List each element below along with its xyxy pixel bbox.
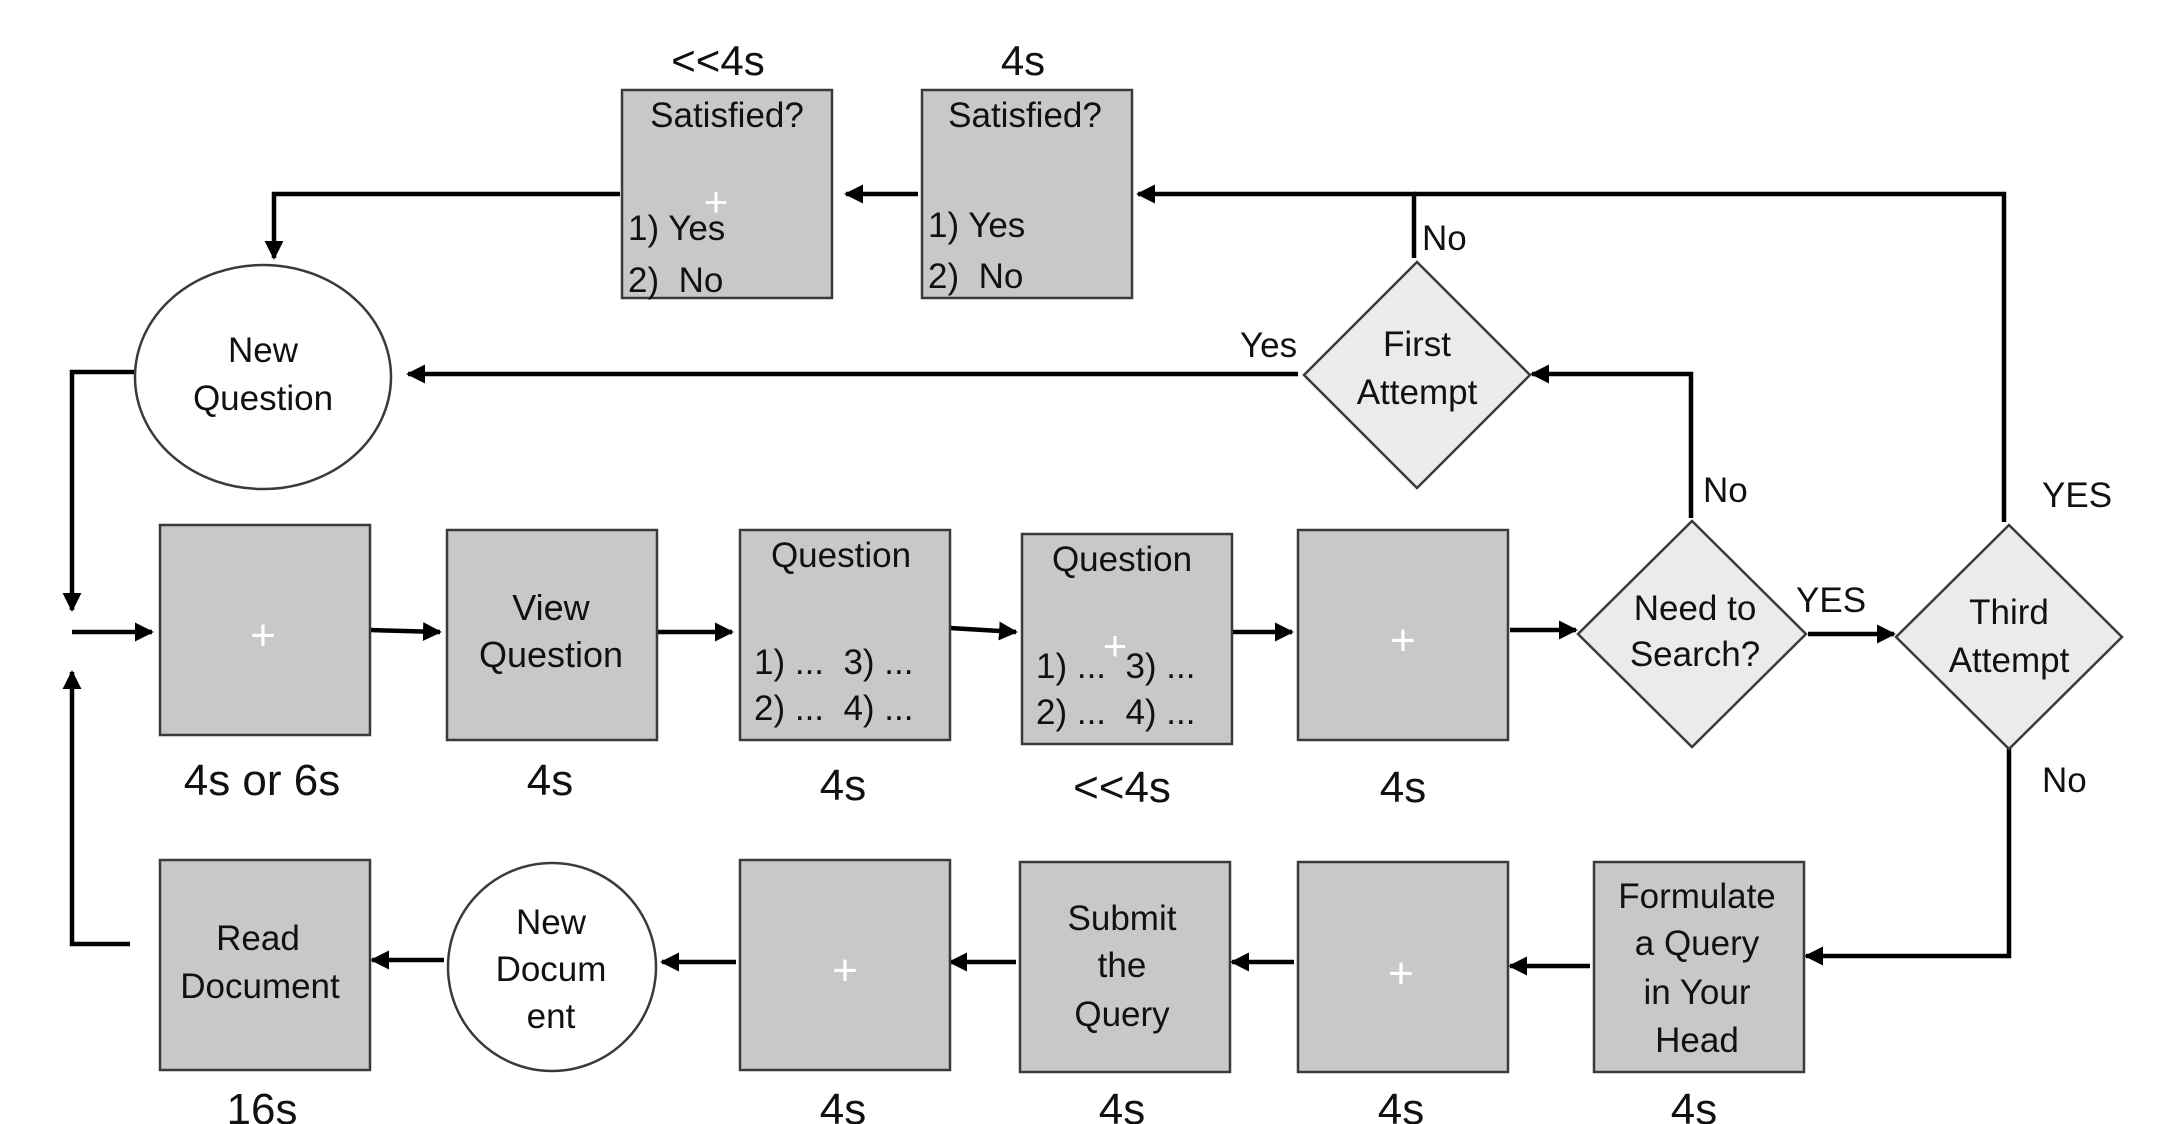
fixation2-time: 4s [1380,763,1426,812]
read-document-node: Read Document 16s [158,858,372,1124]
read-document-time: 16s [227,1085,298,1124]
formulate-query-line1: Formulate [1618,877,1776,916]
fixation1-time: 4s or 6s [184,756,341,805]
first-attempt-line1: First [1383,325,1451,364]
need-search-yes-label: YES [1796,581,1866,620]
formulate-query-line3: in Your [1643,973,1750,1012]
fixation2-node: + 4s [1296,528,1510,812]
satisfied-right-option-no: 2) No [928,257,1023,296]
fixation3-time: 4s [820,1085,866,1124]
view-question-line1: View [512,587,590,628]
read-document-line1: Read [216,919,300,958]
submit-query-time: 4s [1099,1085,1145,1124]
view-question-node: View Question 4s [445,528,659,805]
question2-row1: 1) ... 3) ... [1036,647,1195,686]
question2-row2: 2) ... 4) ... [1036,693,1195,732]
question1-title: Question [771,536,911,575]
new-document-line1: New [516,903,587,942]
submit-query-node: Submit the Query 4s [1018,860,1232,1124]
new-question-line1: New [228,331,299,370]
fixation4-node: + 4s [1296,860,1510,1124]
edge-need-search-no [1530,364,1694,518]
new-question-line2: Question [193,379,333,418]
first-attempt-line2: Attempt [1357,373,1478,412]
need-search-no-label: No [1703,471,1748,510]
view-question-line2: Question [479,634,623,675]
first-attempt-yes-label: Yes [1240,326,1297,365]
third-attempt-node: Third Attempt [1894,523,2124,751]
formulate-query-node: Formulate a Query in Your Head 4s [1592,860,1806,1124]
satisfied-left-node: Satisfied? + 1) Yes 2) No <<4s [620,37,834,300]
third-attempt-line2: Attempt [1949,641,2070,680]
satisfied-left-option-yes: 1) Yes [628,209,725,248]
edge-new-question-to-start [62,369,134,612]
submit-query-line2: the [1098,946,1147,985]
fixation4-time: 4s [1378,1085,1424,1124]
third-attempt-yes-label: YES [2042,476,2112,515]
satisfied-left-time: <<4s [671,37,764,84]
need-search-node: Need to Search? [1576,519,1808,749]
need-search-line2: Search? [1630,635,1760,674]
need-search-line1: Need to [1634,589,1757,628]
edge-third-attempt-yes [1414,191,2007,522]
question1-node: Question 1) ... 3) ... 2) ... 4) ... 4s [738,528,952,810]
new-document-node: New Docum ent [446,861,658,1073]
fixation-cross-icon: + [1103,622,1128,669]
edge-labels: No Yes No YES YES No [1240,219,2112,800]
edge-read-document-loop [62,670,130,947]
formulate-query-line4: Head [1655,1021,1739,1060]
question2-node: Question + 1) ... 3) ... 2) ... 4) ... <… [1020,532,1234,812]
first-attempt-node: First Attempt [1302,260,1532,490]
fixation3-node: + 4s [738,858,952,1124]
satisfied-left-title: Satisfied? [650,96,804,135]
submit-query-line3: Query [1074,995,1170,1034]
fixation-cross-icon: + [704,178,729,225]
fixation-cross-icon: + [1390,616,1416,665]
edge-fixation1-to-view [369,622,442,641]
fixation-cross-icon: + [250,611,276,660]
satisfied-right-title: Satisfied? [948,96,1102,135]
question1-row2: 2) ... 4) ... [754,689,913,728]
satisfied-right-time: 4s [1001,37,1045,84]
formulate-query-line2: a Query [1635,924,1760,963]
fixation-cross-icon: + [1388,949,1414,998]
satisfied-right-option-yes: 1) Yes [928,206,1025,245]
new-question-node: New Question [133,263,393,491]
new-document-line2: Docum [496,950,607,989]
edge-question1-to-question2 [949,621,1018,641]
question1-row1: 1) ... 3) ... [754,643,913,682]
view-question-time: 4s [527,756,573,805]
edges [62,184,2012,976]
question2-time: <<4s [1073,763,1171,812]
edge-third-attempt-no [1804,746,2012,966]
third-attempt-line1: Third [1969,593,2049,632]
read-document-line2: Document [180,967,340,1006]
edge-first-attempt-no [1136,184,1417,258]
first-attempt-no-label: No [1422,219,1467,258]
question2-title: Question [1052,540,1192,579]
fixation1-node: + 4s or 6s [158,523,372,805]
third-attempt-no-label: No [2042,761,2087,800]
edge-satisfied-left-to-new-question [264,191,620,260]
submit-query-line1: Submit [1068,899,1177,938]
satisfied-left-option-no: 2) No [628,261,723,300]
formulate-query-time: 4s [1671,1085,1717,1124]
question1-time: 4s [820,761,866,810]
fixation-cross-icon: + [832,946,858,995]
satisfied-right-node: Satisfied? 1) Yes 2) No 4s [920,37,1134,300]
new-document-line3: ent [527,997,576,1036]
